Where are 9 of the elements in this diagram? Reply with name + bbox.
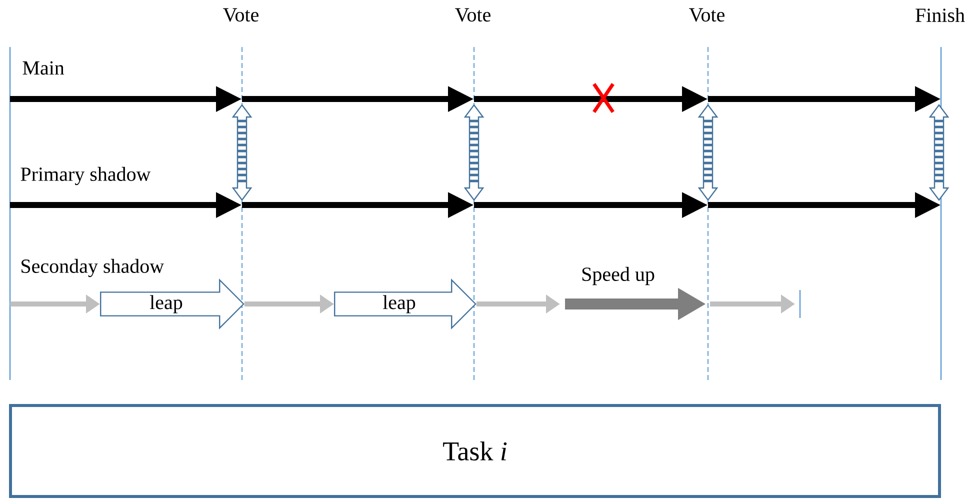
task-box: Task i (9, 404, 941, 498)
vote-label: Vote (455, 8, 490, 22)
finish-label: Finish (916, 8, 965, 22)
speed-up-label: Speed up (582, 266, 654, 286)
row-label: Seconday shadow (22, 258, 164, 278)
vote-label: Vote (689, 8, 724, 22)
vote-label: Vote (223, 8, 258, 22)
row-label: Main (22, 61, 64, 75)
row-label: Primary shadow (20, 166, 151, 186)
